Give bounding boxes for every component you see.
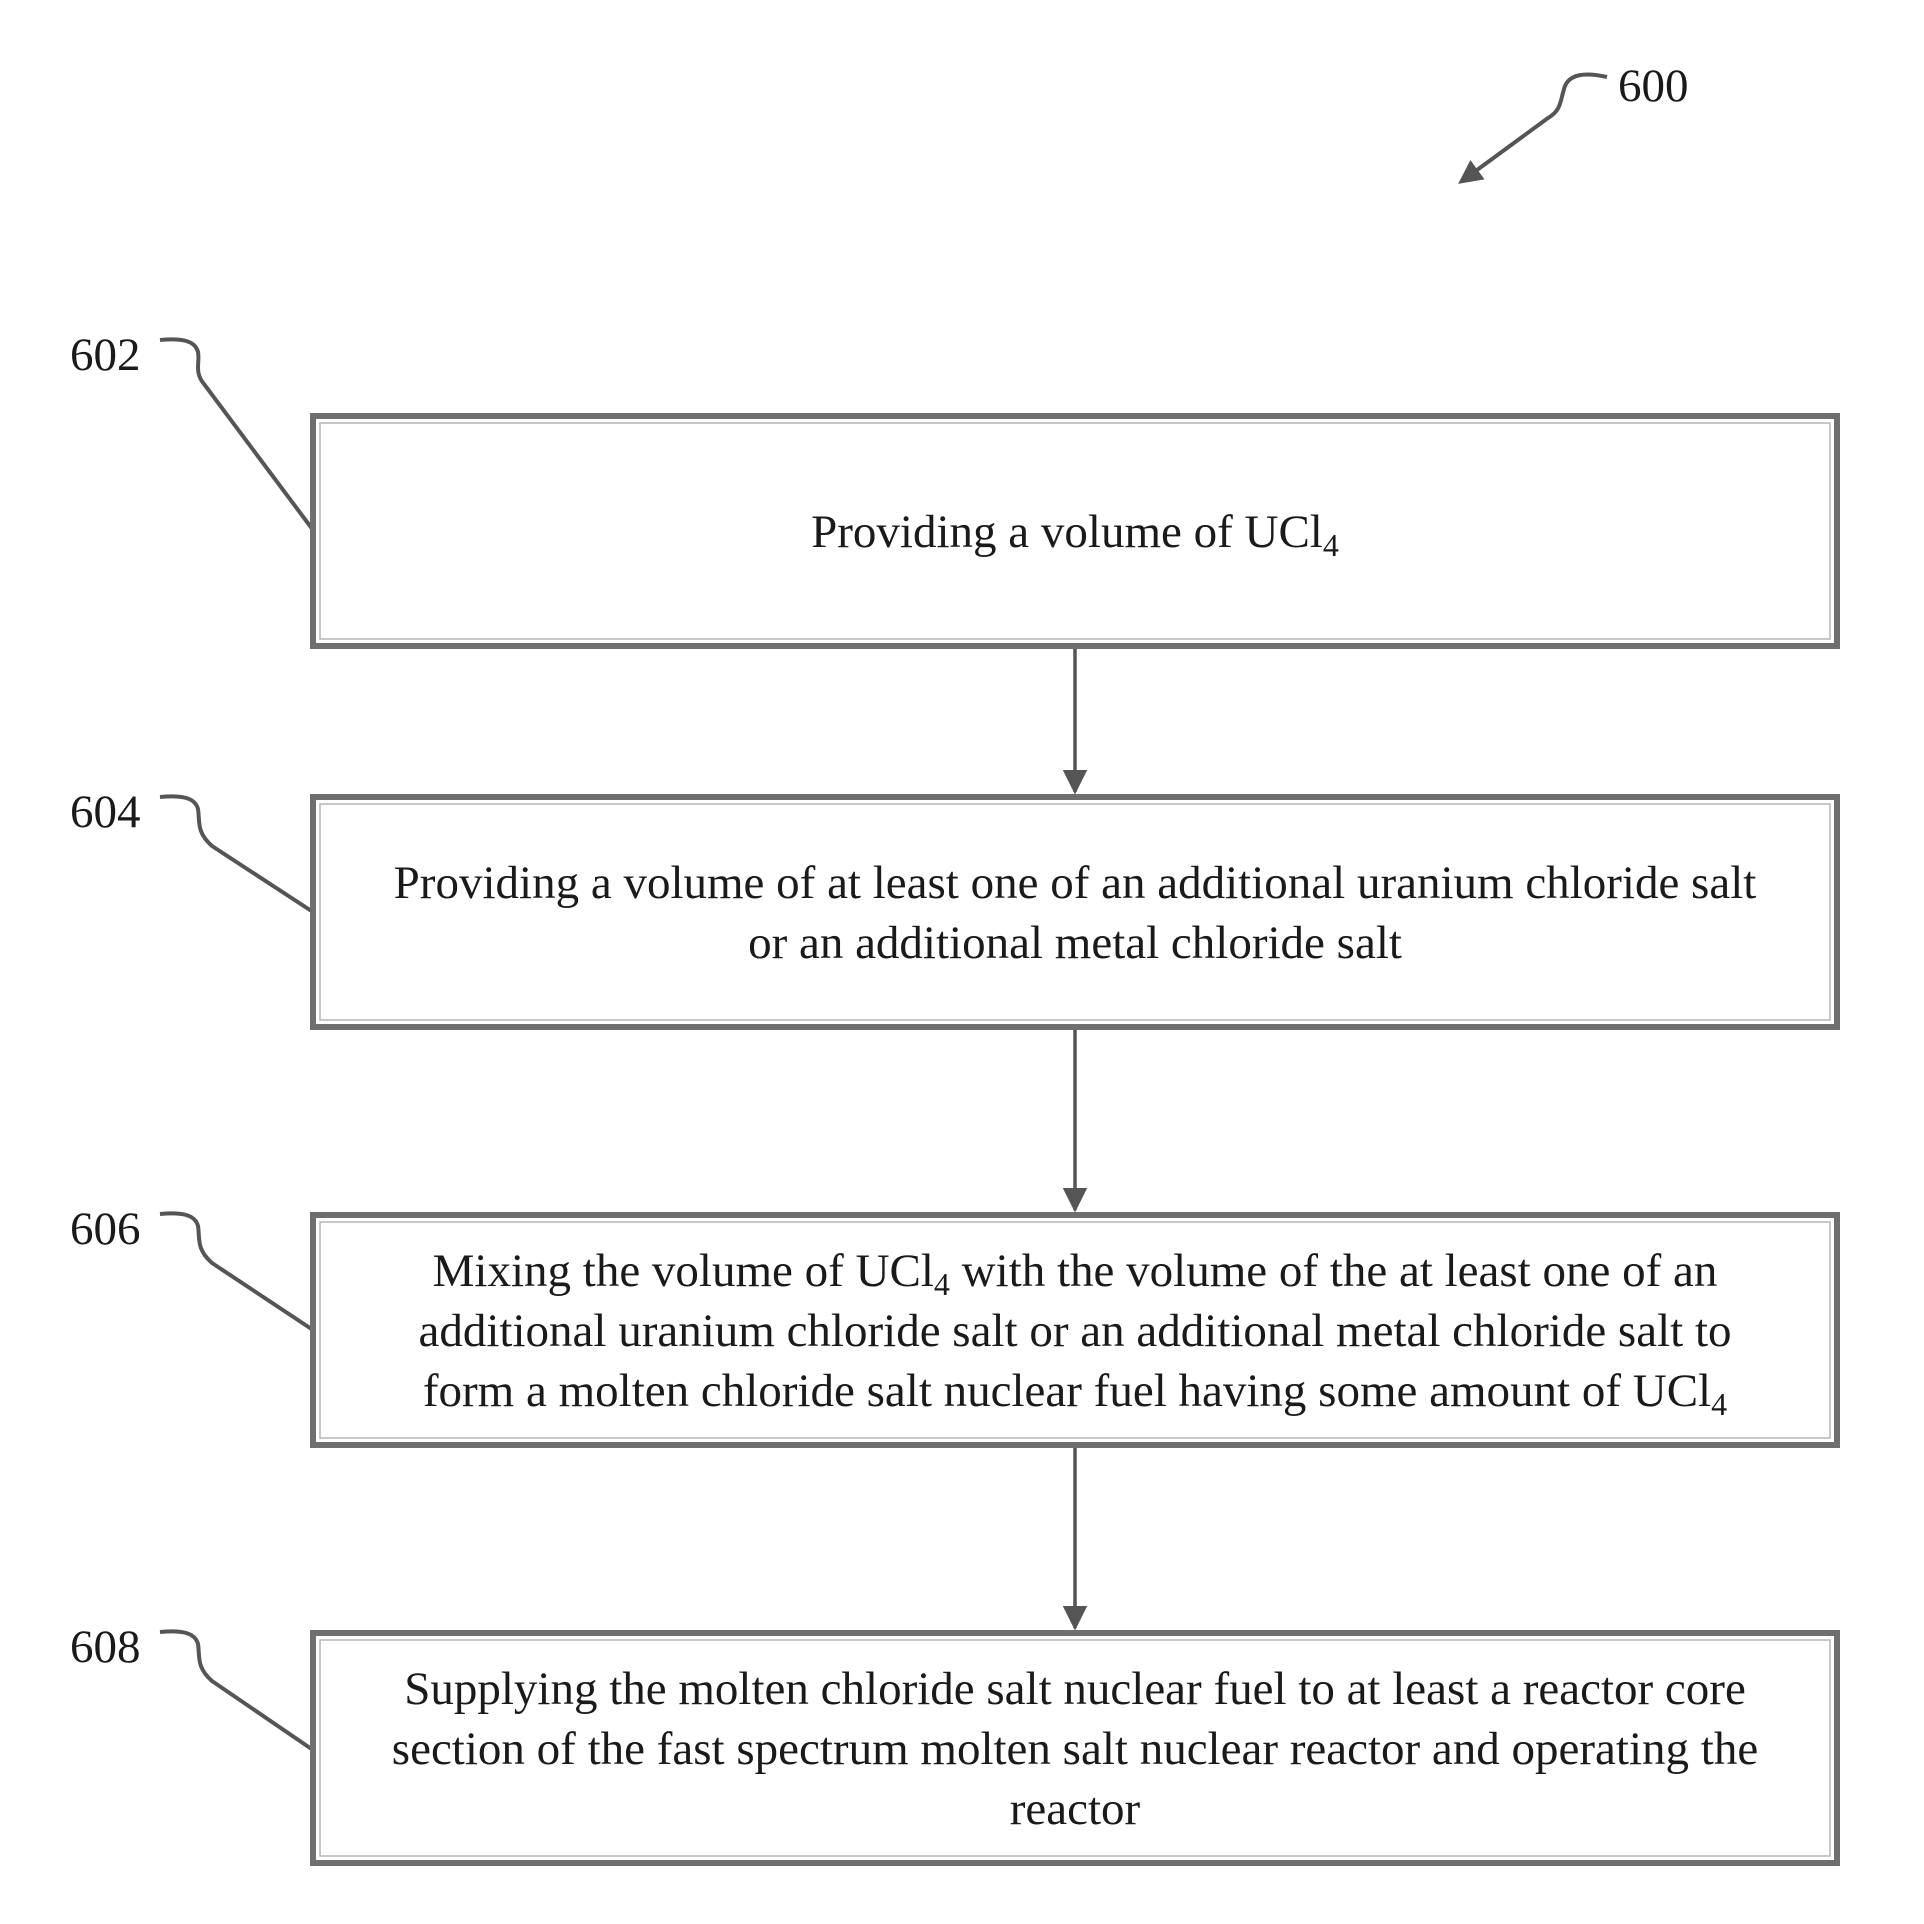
figure-ref-arrow (1462, 74, 1607, 181)
text-segment: Providing a volume of UCl (811, 506, 1323, 558)
subscript-text: 4 (1323, 527, 1339, 563)
step-text: Providing a volume of UCl4 (811, 506, 1339, 563)
step-608-leader (160, 1631, 313, 1750)
step-602-leader (160, 339, 313, 530)
text-segment: Mixing the volume of UCl (433, 1245, 934, 1297)
text-segment: form a molten chloride salt nuclear fuel… (423, 1365, 1711, 1417)
step-ref-label: 608 (70, 1621, 141, 1673)
step-604-leader (160, 796, 313, 912)
step-ref-label: 602 (70, 329, 141, 381)
step-ref-label: 604 (70, 786, 141, 838)
text-segment: section of the fast spectrum molten salt… (392, 1723, 1758, 1775)
text-segment: Providing a volume of at least one of an… (394, 857, 1757, 909)
text-segment: with the volume of the at least one of a… (950, 1245, 1717, 1297)
text-segment: Supplying the molten chloride salt nucle… (404, 1663, 1746, 1715)
step-text: Mixing the volume of UCl4 with the volum… (418, 1245, 1731, 1422)
text-segment: reactor (1010, 1783, 1141, 1835)
step-604: 604 Providing a volume of at least one o… (70, 786, 1837, 1027)
subscript-text: 4 (1711, 1386, 1727, 1422)
figure-ref-label: 600 (1618, 60, 1689, 112)
step-606: 606 Mixing the volume of UCl4 with the v… (70, 1203, 1837, 1445)
step-ref-label: 606 (70, 1203, 141, 1255)
text-segment: or an additional metal chloride salt (748, 917, 1402, 969)
step-602: 602 Providing a volume of UCl4 (70, 329, 1837, 646)
subscript-text: 4 (934, 1266, 950, 1302)
step-box (313, 797, 1837, 1027)
text-segment: additional uranium chloride salt or an a… (418, 1305, 1731, 1357)
step-606-leader (160, 1213, 313, 1330)
step-608: 608 Supplying the molten chloride salt n… (70, 1621, 1837, 1863)
